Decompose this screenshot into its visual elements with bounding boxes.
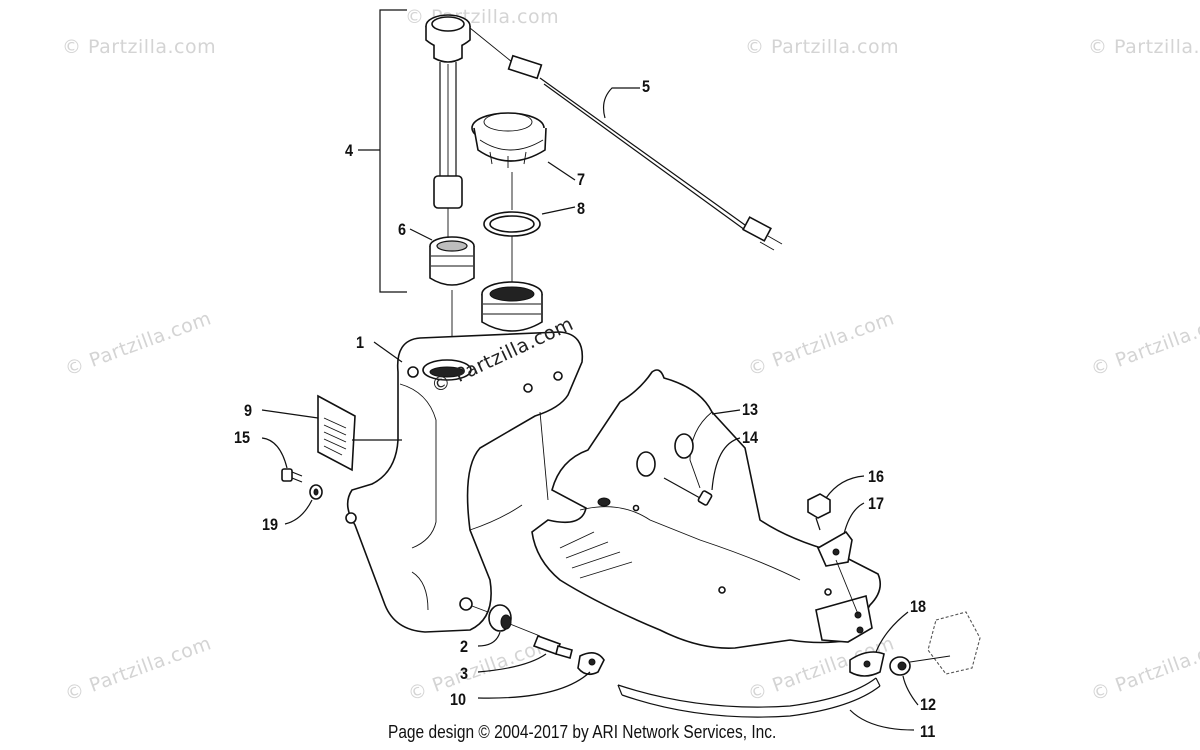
warning-decal	[317, 394, 356, 472]
leader-6	[409, 228, 433, 241]
watermark: © Partzilla.com	[1088, 36, 1200, 58]
bracket-bolt	[807, 493, 831, 531]
callout-15: 15	[234, 428, 251, 447]
callout-18: 18	[910, 597, 927, 616]
leader-18	[875, 611, 909, 653]
callout-12: 12	[920, 695, 937, 714]
callout-2: 2	[460, 637, 469, 656]
callout-5: 5	[642, 77, 651, 96]
callout-11: 11	[920, 722, 936, 741]
callout-3: 3	[460, 664, 469, 683]
fuel-hose	[617, 677, 881, 718]
hose-clamp	[577, 652, 605, 676]
leader-8	[541, 206, 576, 215]
watermark: © Partzilla.com	[745, 36, 900, 58]
reference-outline	[927, 611, 981, 675]
callout-14: 14	[742, 428, 759, 447]
leader-19	[284, 499, 313, 525]
leader-15	[261, 437, 288, 469]
watermark: © Partzilla.com	[62, 36, 217, 58]
fuel-tank	[345, 281, 584, 633]
fuel-sender-assembly	[425, 14, 471, 209]
leader-17	[843, 502, 865, 535]
heat-shield-tab	[849, 651, 885, 677]
vent-grommet	[889, 656, 911, 676]
leader-1	[373, 341, 403, 363]
tank-bolt	[281, 468, 303, 483]
callout-19: 19	[262, 515, 279, 534]
callout-8: 8	[577, 199, 586, 218]
centerline	[471, 605, 489, 613]
leader-14	[711, 437, 741, 491]
centerline	[909, 655, 951, 663]
leader-12	[902, 675, 919, 706]
fuel-cap	[471, 112, 547, 168]
callout-17: 17	[868, 494, 885, 513]
cap-gasket	[483, 211, 541, 237]
tank-washer	[309, 484, 323, 500]
skid-plate	[531, 369, 881, 649]
fuel-fitting	[509, 623, 573, 659]
callout-1: 1	[356, 333, 365, 352]
assembly-bracket	[379, 9, 407, 293]
leader-13	[711, 409, 741, 415]
sender-grommet	[429, 236, 475, 286]
skid-plate-bolt	[663, 477, 713, 506]
wire-harness	[469, 27, 783, 251]
centerline	[835, 559, 859, 615]
leader-11	[849, 709, 915, 731]
leader-5	[602, 87, 640, 119]
callout-13: 13	[742, 400, 759, 419]
leader-2	[477, 631, 501, 647]
callout-7: 7	[577, 170, 586, 189]
callout-4: 4	[345, 141, 354, 160]
callout-10: 10	[450, 690, 467, 709]
leader-7	[547, 161, 576, 181]
leader-9	[261, 409, 319, 419]
leader-10	[477, 671, 591, 699]
leader-16	[825, 475, 865, 499]
callout-6: 6	[398, 220, 407, 239]
mounting-clip	[816, 530, 853, 567]
outlet-grommet	[488, 604, 512, 632]
leader-3	[477, 653, 547, 673]
callout-16: 16	[868, 467, 885, 486]
callout-9: 9	[244, 401, 253, 420]
copyright-footer: Page design © 2004-2017 by ARI Network S…	[388, 722, 777, 742]
